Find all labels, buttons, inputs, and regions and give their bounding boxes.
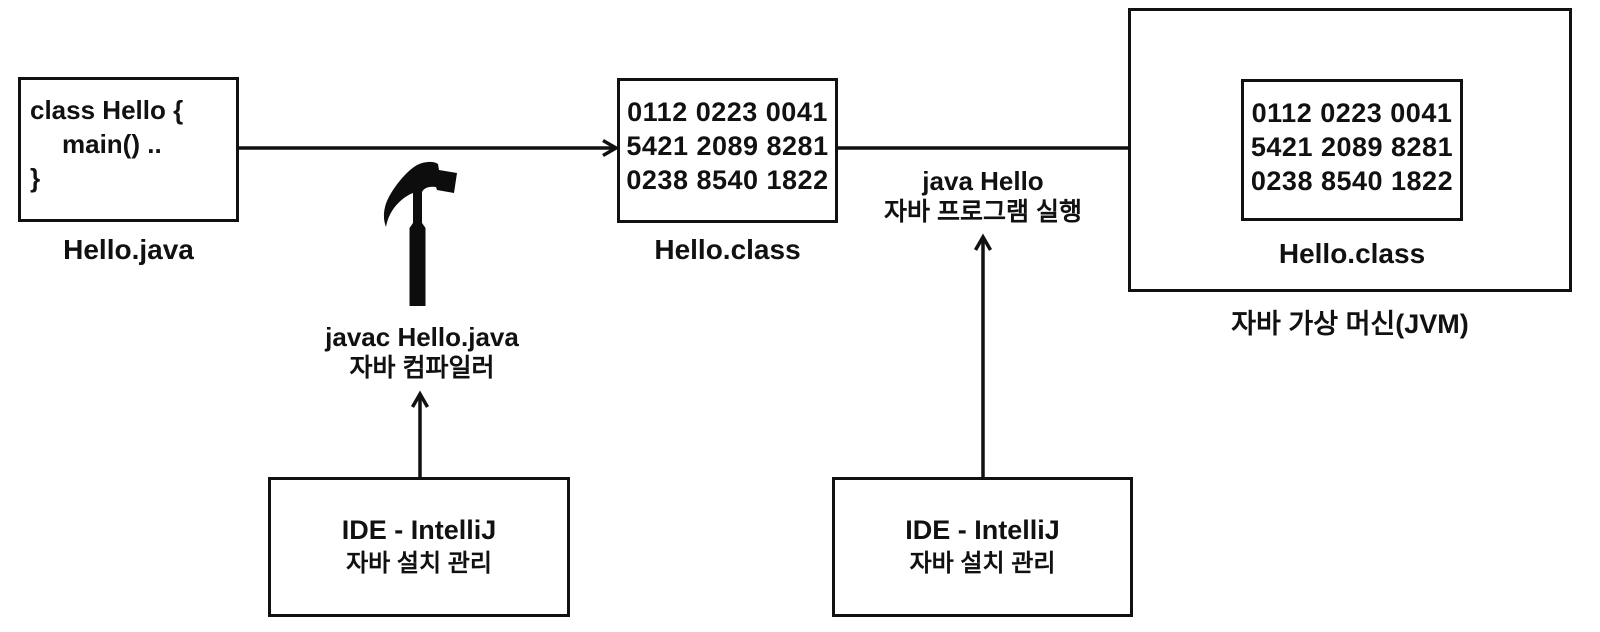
ide-box-left: IDE - IntelliJ 자바 설치 관리 [268, 477, 570, 617]
hammer-icon [383, 161, 457, 306]
run-command: java Hello [922, 166, 1044, 196]
bytecode-box: 0112 0223 0041 5421 2089 8281 0238 8540 … [617, 78, 838, 223]
run-caption: java Hello 자바 프로그램 실행 [833, 166, 1133, 228]
jvm-bytecode-box: 0112 0223 0041 5421 2089 8281 0238 8540 … [1241, 79, 1463, 221]
bytecode-line: 0238 8540 1822 [626, 165, 829, 195]
compile-arrow [239, 138, 620, 158]
jvm-bytecode-file-label: Hello.class [1278, 238, 1426, 269]
ide-box-right: IDE - IntelliJ 자바 설치 관리 [832, 477, 1133, 617]
bytecode-line: 5421 2089 8281 [1250, 132, 1454, 162]
ide-right-arrow [973, 233, 993, 478]
compile-command: javac Hello.java [325, 322, 519, 352]
bytecode-line: 5421 2089 8281 [626, 131, 829, 161]
bytecode-line: 0238 8540 1822 [1250, 166, 1454, 196]
ide-subtitle: 자바 설치 관리 [909, 550, 1056, 577]
ide-left-arrow [410, 390, 430, 478]
bytecode-file-label: Hello.class [654, 234, 801, 265]
bytecode-line: 0112 0223 0041 [1251, 98, 1453, 128]
source-code-box: class Hello { main() .. } [18, 77, 239, 222]
compile-description: 자바 컴파일러 [349, 354, 495, 382]
bytecode-line: 0112 0223 0041 [627, 97, 828, 127]
source-code-line: main() .. [62, 129, 162, 159]
ide-title: IDE - IntelliJ [341, 515, 497, 545]
ide-title: IDE - IntelliJ [905, 515, 1060, 545]
jvm-label: 자바 가상 머신(JVM) [1231, 309, 1469, 339]
source-code-line: } [30, 163, 41, 193]
ide-subtitle: 자바 설치 관리 [346, 550, 492, 577]
source-code-line: class Hello { [30, 95, 184, 125]
run-description: 자바 프로그램 실행 [884, 198, 1082, 226]
source-file-label: Hello.java [63, 234, 194, 265]
compile-caption: javac Hello.java 자바 컴파일러 [272, 322, 572, 384]
